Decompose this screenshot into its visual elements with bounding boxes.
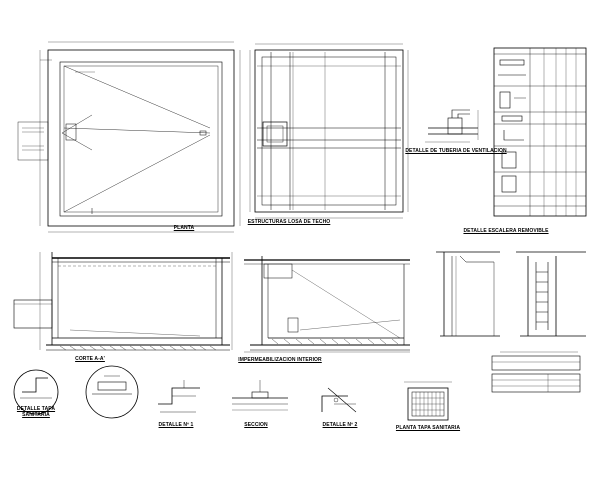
title-corte: CORTE A-A' [75,356,105,362]
detalle-tapa-view [13,365,139,419]
title-impermeabilizacion: IMPERMEABILIZACION INTERIOR [238,357,322,363]
estructuras-losa-view [249,43,409,219]
title-planta-tapa: PLANTA TAPA SANITARIA [395,425,461,431]
detalle-escalera-view [436,251,586,337]
corte-view [13,252,233,351]
detalle-n2-view [321,387,357,413]
title-detalle-n2: DETALLE Nº 2 [322,422,358,428]
planta-tapa-view [404,381,452,421]
notes-table [491,351,581,393]
impermeabilizacion-view [244,256,410,353]
title-detalle-n1: DETALLE Nº 1 [158,422,194,428]
schedule-table [493,47,587,217]
title-detalle-escalera: DETALLE ESCALERA REMOVIBLE [463,228,549,234]
detalle-n1-view [158,380,200,413]
detalle-ventilacion-view [425,109,479,143]
impermeabilizacion-hatch [271,338,399,345]
planta-view [17,41,241,233]
title-detalle-tapa-2: SANITARIA [22,412,50,418]
corte-hatch [59,345,217,351]
title-detalle-ventilacion: DETALLE DE TUBERIA DE VENTILACION [405,148,507,154]
title-detalle-tapa-1: DETALLE TAPA [16,406,56,412]
title-planta: PLANTA [173,225,195,231]
seccion-view [232,380,288,411]
title-estructuras: ESTRUCTURAS LOSA DE TECHO [247,219,331,225]
title-seccion: SECCION [244,422,268,428]
